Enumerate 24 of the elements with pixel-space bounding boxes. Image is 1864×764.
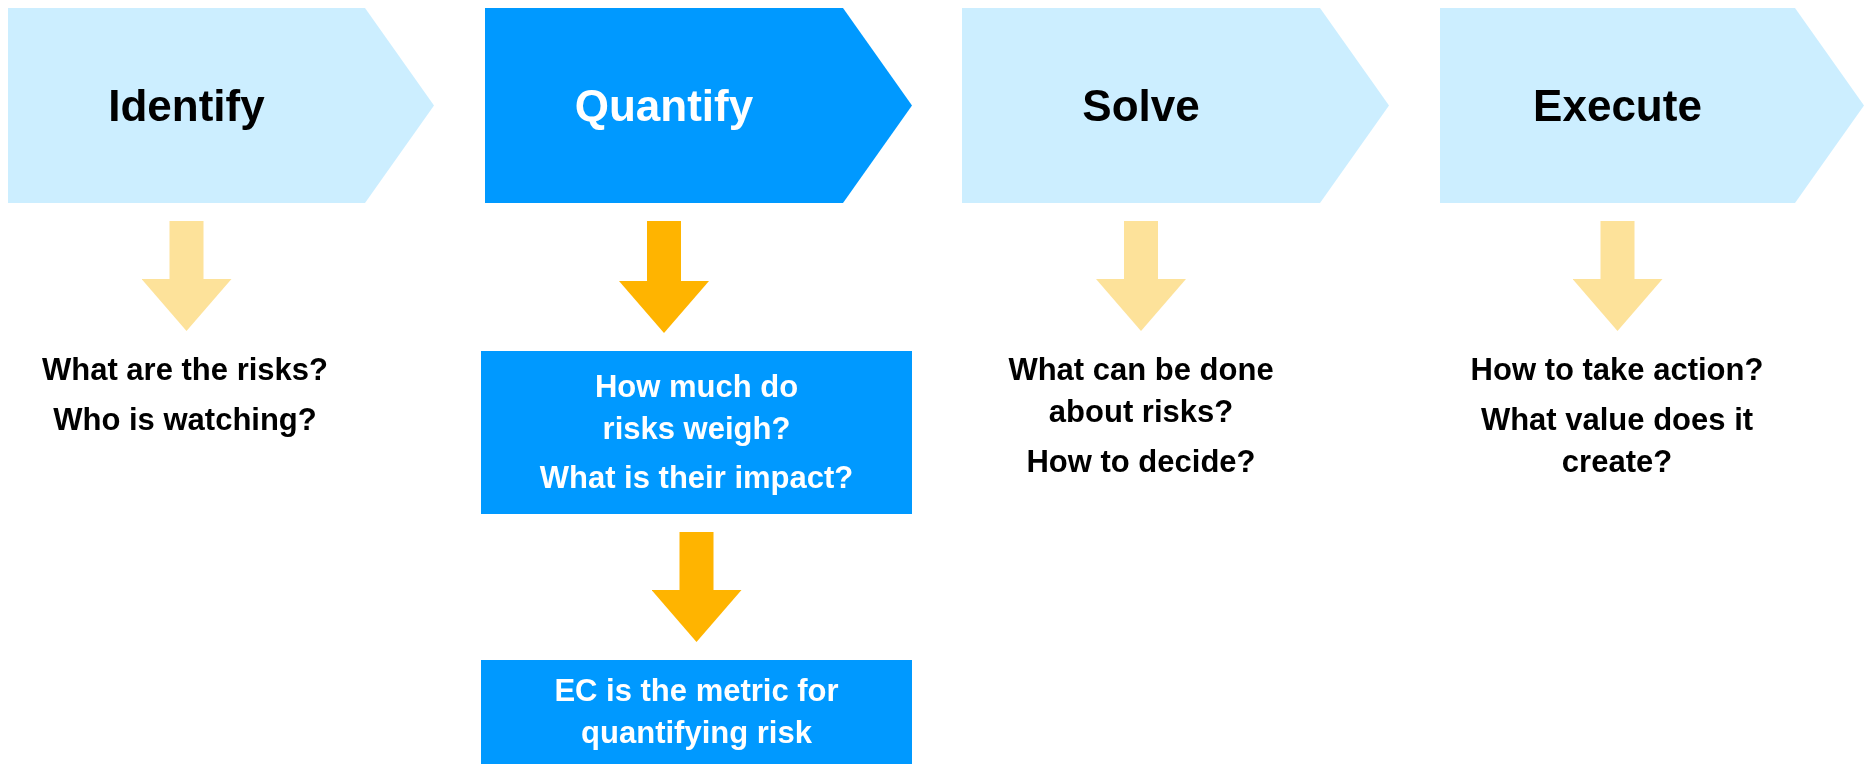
step-title: Execute [1533, 80, 1702, 131]
question-text: What value does it create? [1479, 400, 1755, 481]
block-arrow [651, 532, 742, 642]
block-arrow [1572, 221, 1663, 331]
step-banner [485, 8, 912, 203]
step-banner [1440, 8, 1864, 203]
question-text: How to decide? [1026, 442, 1256, 481]
block-arrow [141, 221, 232, 331]
question-text: Who is watching? [53, 400, 317, 439]
step-banner [962, 8, 1389, 203]
question-text: How much do risks weigh? [593, 367, 800, 448]
step-title: Identify [108, 80, 265, 131]
highlight-box [481, 351, 912, 514]
question-text: What is their impact? [539, 459, 854, 498]
question-text: What are the risks? [42, 351, 328, 389]
step-title: Solve [1082, 80, 1200, 131]
step-title: Quantify [574, 80, 754, 131]
block-arrow [1096, 221, 1186, 331]
step-banner [8, 8, 434, 203]
question-text: How to take action? [1470, 351, 1764, 389]
question-text: What can be done about risks? [1007, 351, 1275, 431]
question-text: EC is the metric for quantifying risk [553, 672, 840, 752]
block-arrow [619, 221, 709, 333]
highlight-box [481, 660, 912, 764]
